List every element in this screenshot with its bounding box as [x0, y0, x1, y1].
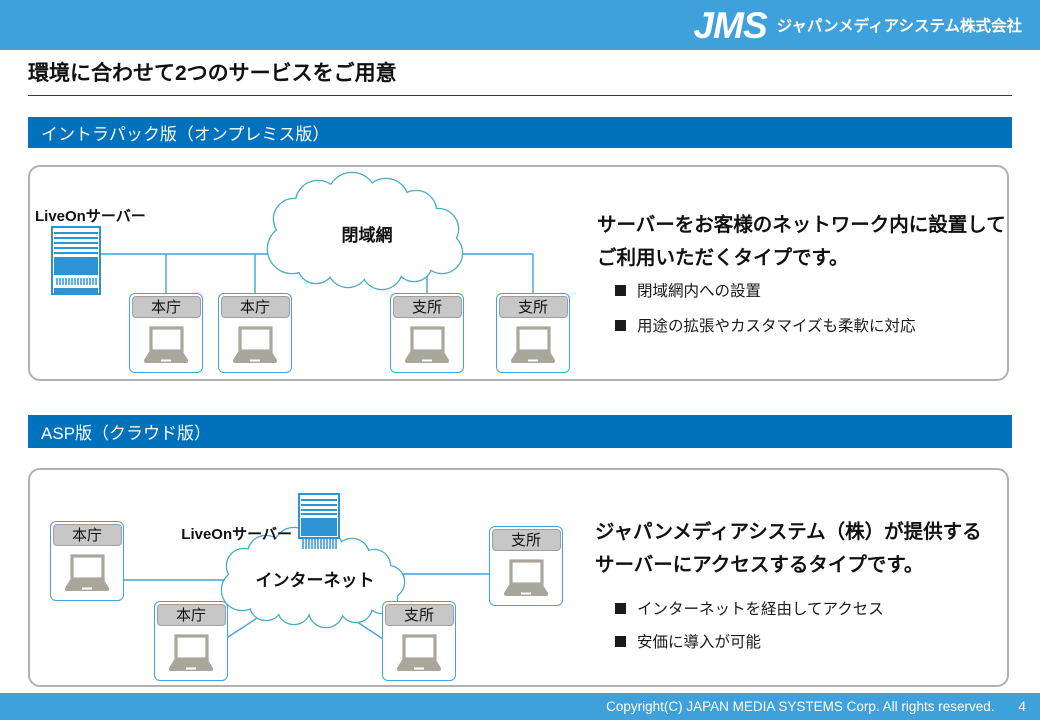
node-shisho-2: 支所: [496, 293, 570, 373]
node-honcho-1: 本庁: [50, 521, 124, 601]
node-label: 本庁: [131, 295, 201, 318]
server-icon: [298, 493, 340, 549]
node-shisho-2: 支所: [382, 601, 456, 681]
copyright-text: Copyright(C) JAPAN MEDIA SYSTEMS Corp. A…: [606, 699, 995, 714]
laptop-icon: [233, 325, 277, 363]
cloud-label: インターネット: [255, 570, 375, 590]
node-honcho-1: 本庁: [129, 293, 203, 373]
section2-banner: ASP版（クラウド版）: [28, 415, 1012, 448]
node-label: 支所: [384, 603, 454, 626]
bullet-square-icon: [615, 635, 626, 647]
node-label: 本庁: [220, 295, 290, 318]
intranet-diagram: [51, 171, 534, 295]
laptop-icon: [504, 558, 548, 596]
bullet-square-icon: [615, 319, 626, 331]
company-name: ジャパンメディアシステム株式会社: [776, 18, 1022, 35]
node-label: 支所: [491, 528, 561, 551]
server-label: LiveOnサーバー: [181, 526, 292, 543]
bullet-square-icon: [615, 602, 626, 614]
laptop-icon: [405, 325, 449, 363]
node-label: 本庁: [52, 523, 122, 546]
laptop-icon: [144, 325, 188, 363]
section1-banner: イントラパック版（オンプレミス版）: [28, 117, 1012, 148]
node-shisho-1: 支所: [489, 526, 563, 606]
bullet-item: 安価に導入が可能: [615, 630, 761, 652]
node-honcho-2: 本庁: [218, 293, 292, 373]
bullet-square-icon: [615, 284, 626, 296]
page-number: 4: [1018, 699, 1026, 714]
laptop-icon: [511, 325, 555, 363]
bullet-item: 用途の拡張やカスタマイズも柔軟に対応: [615, 314, 916, 336]
node-label: 本庁: [156, 603, 226, 626]
laptop-icon: [65, 553, 109, 591]
asp-diagram: [124, 493, 489, 646]
cloud-label: 閉域網: [341, 226, 393, 245]
bullet-item: インターネットを経由してアクセス: [615, 597, 884, 619]
section1-panel: LiveOnサーバー 閉域網 本庁 本庁 支所: [28, 165, 1009, 381]
section2-heading: ジャパンメディアシステム（株）が提供する サーバーにアクセスするタイプです。: [595, 521, 982, 576]
page-title: 環境に合わせて2つのサービスをご用意: [28, 62, 397, 85]
node-label: 支所: [498, 295, 568, 318]
node-shisho-1: 支所: [390, 293, 464, 373]
footer-bar: Copyright(C) JAPAN MEDIA SYSTEMS Corp. A…: [0, 693, 1040, 720]
laptop-icon: [397, 633, 441, 671]
laptop-icon: [169, 633, 213, 671]
section2-panel: LiveOnサーバー インターネット 本庁 支所 本庁: [28, 468, 1009, 687]
bullet-item: 閉域網内への設置: [615, 279, 761, 301]
server-icon: [51, 226, 101, 295]
section1-heading: サーバーをお客様のネットワーク内に設置して ご利用いただくタイプです。: [597, 214, 1006, 269]
node-honcho-2: 本庁: [154, 601, 228, 681]
title-underline: [28, 95, 1012, 97]
server-label: LiveOnサーバー: [35, 208, 146, 225]
node-label: 支所: [392, 295, 462, 318]
header-bar: JMS ジャパンメディアシステム株式会社: [0, 0, 1040, 50]
jms-logo: JMS: [693, 4, 768, 46]
